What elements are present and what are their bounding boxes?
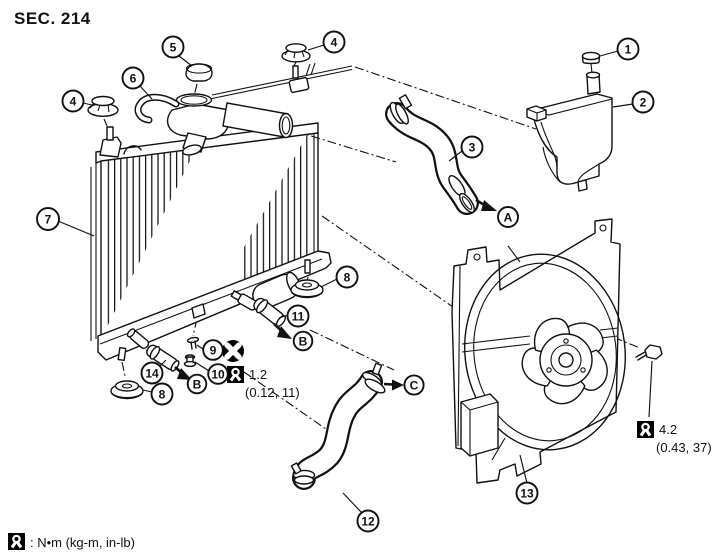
callout-9: 9 xyxy=(196,339,224,361)
torque-spec-2: 4.2 (0.43, 37) xyxy=(635,419,712,455)
hose-clamp xyxy=(364,378,386,394)
callout-10: 10 xyxy=(194,361,229,385)
connector-label-b: B xyxy=(299,335,308,349)
svg-text:6: 6 xyxy=(130,72,137,86)
torque-value: 1.2 xyxy=(249,367,267,382)
radiator xyxy=(90,62,353,362)
svg-text:14: 14 xyxy=(145,367,159,381)
callout-1: 1 xyxy=(599,37,640,61)
torque-detail: (0.43, 37) xyxy=(656,440,712,455)
torque-wrench-icon xyxy=(225,364,246,385)
section-title: SEC. 214 xyxy=(14,9,91,28)
connector-label-b: B xyxy=(193,378,202,392)
mounting-grommet-upper-right xyxy=(281,43,311,63)
svg-text:8: 8 xyxy=(344,271,351,285)
fan-ring xyxy=(464,253,626,451)
connector-pipe-11 xyxy=(253,297,287,327)
connector-label-c: C xyxy=(410,379,419,393)
svg-text:13: 13 xyxy=(520,487,534,501)
torque-wrench-icon xyxy=(635,419,656,440)
connector-label-a: A xyxy=(504,211,513,225)
svg-text:5: 5 xyxy=(170,41,177,55)
torque-spec-1: 1.2 (0.12, 11) xyxy=(225,364,300,400)
svg-text:4: 4 xyxy=(70,95,77,109)
callout-3: 3 xyxy=(448,135,484,162)
mounting-grommet-upper-left xyxy=(87,95,119,117)
upper-outlet-pipe xyxy=(222,102,289,138)
torque-legend: : N•m (kg-m, in-lb) xyxy=(6,531,135,552)
callout-5: 5 xyxy=(161,35,193,67)
reservoir-tank xyxy=(526,71,613,192)
callout-13: 13 xyxy=(515,454,539,505)
do-not-reuse-icon xyxy=(222,340,244,362)
callout-12: 12 xyxy=(342,492,380,533)
callout-14: 14 xyxy=(140,359,167,385)
mounting-grommet-lower-left xyxy=(110,380,144,400)
filler-neck xyxy=(166,103,230,140)
callout-7: 7 xyxy=(36,207,95,237)
callout-4-left: 4 xyxy=(61,89,93,113)
radiator-cap xyxy=(185,63,213,82)
svg-text:7: 7 xyxy=(45,213,52,227)
shroud-bolt xyxy=(635,344,663,418)
lower-radiator-hose xyxy=(290,362,386,490)
svg-text:10: 10 xyxy=(211,368,225,382)
callout-2: 2 xyxy=(612,90,655,114)
svg-text:8: 8 xyxy=(159,388,166,402)
svg-text:9: 9 xyxy=(210,344,217,358)
shroud-side-box xyxy=(460,393,499,457)
svg-text:3: 3 xyxy=(469,141,476,155)
torque-detail: (0.12, 11) xyxy=(245,385,300,400)
fan-motor-hub xyxy=(539,333,593,387)
flow-arrow-c: C xyxy=(383,374,425,396)
callout-8-left: 8 xyxy=(142,382,174,406)
svg-text:2: 2 xyxy=(640,96,647,110)
legend-text: : N•m (kg-m, in-lb) xyxy=(30,535,135,550)
callout-4-right: 4 xyxy=(307,30,346,54)
alignment-lines xyxy=(103,61,641,437)
callout-8-right: 8 xyxy=(320,265,359,289)
svg-text:12: 12 xyxy=(361,515,375,529)
flow-arrow-a: A xyxy=(475,198,519,228)
radiator-fins-right xyxy=(243,133,308,285)
fan-shroud-assembly xyxy=(451,218,626,484)
svg-text:4: 4 xyxy=(331,36,338,50)
callout-11: 11 xyxy=(278,304,310,328)
callout-6: 6 xyxy=(121,66,153,100)
torque-value: 4.2 xyxy=(659,422,677,437)
reservoir-cap xyxy=(581,51,601,65)
upper-radiator-hose xyxy=(385,94,479,215)
svg-text:1: 1 xyxy=(625,43,632,57)
torque-wrench-icon xyxy=(6,531,27,552)
flow-arrow-b-left: B xyxy=(174,366,208,395)
drain-plug-parts xyxy=(183,336,200,368)
svg-text:11: 11 xyxy=(292,310,305,324)
radiator-fins-left xyxy=(104,149,196,333)
drain-petcock xyxy=(126,328,150,349)
mounting-grommet-lower-right xyxy=(290,279,324,299)
flow-arrow-b-right: B xyxy=(273,323,314,352)
